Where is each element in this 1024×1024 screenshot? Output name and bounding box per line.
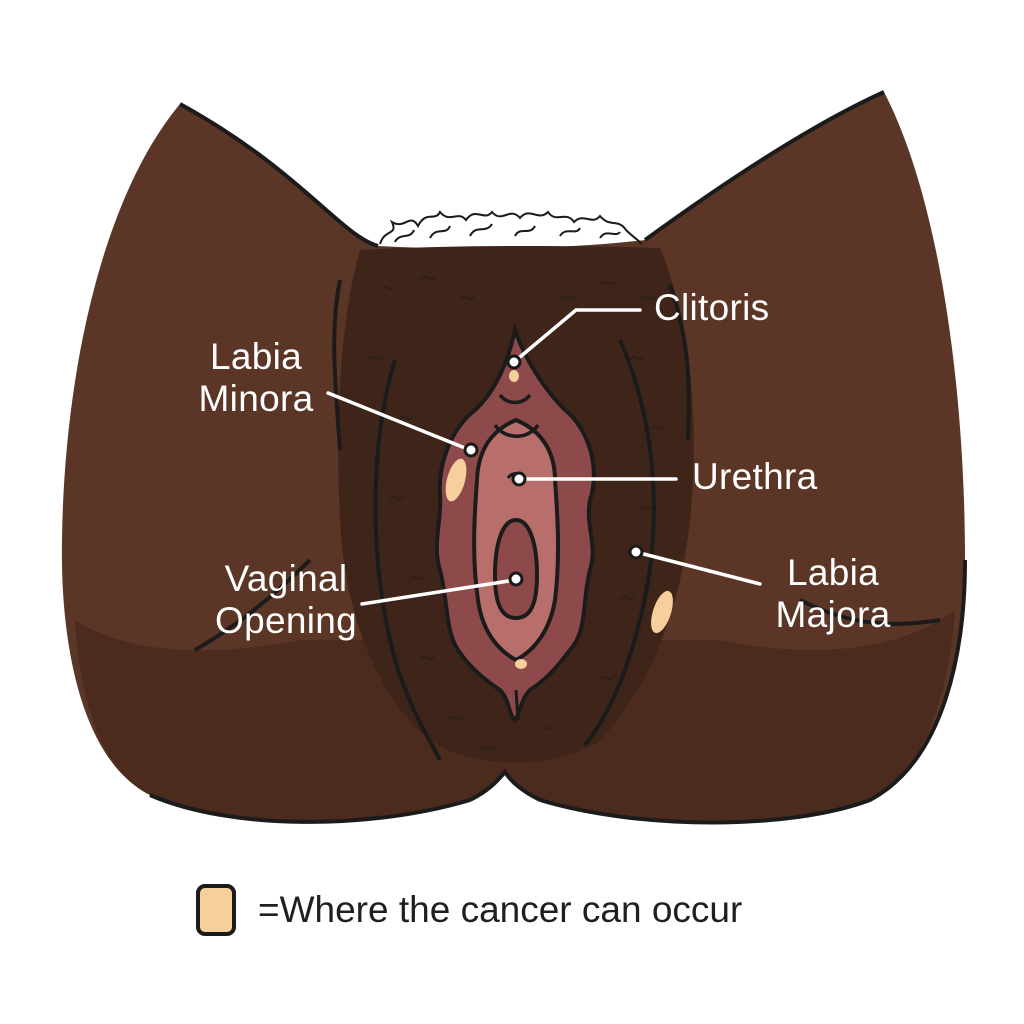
marker-perineum <box>515 659 527 669</box>
label-labia-minora-line1: Labia <box>209 336 303 377</box>
label-labia-minora-line2: Minora <box>198 378 314 420</box>
perineum-line <box>514 689 520 721</box>
dot-clitoris <box>506 354 522 370</box>
leader-dots <box>463 354 644 587</box>
label-clitoris-text: Clitoris <box>654 287 770 328</box>
dot-vaginal-opening <box>508 571 524 587</box>
label-clitoris: Clitoris <box>654 287 769 329</box>
legend-text: =Where the cancer can occur <box>258 889 743 930</box>
vaginal-opening-shape <box>492 517 540 621</box>
dot-labia-minora <box>463 442 479 458</box>
leader-lines <box>326 308 762 606</box>
dot-urethra <box>511 471 527 487</box>
leader-clitoris <box>512 308 642 364</box>
marker-labia-majora <box>651 590 673 634</box>
cancer-markers <box>445 370 673 669</box>
hair-curls <box>379 210 643 245</box>
hair-texture <box>369 275 665 751</box>
legend: =Where the cancer can occur <box>196 884 742 936</box>
label-vaginal-opening-line1: Vaginal <box>224 558 348 599</box>
legend-swatch <box>196 884 236 936</box>
label-urethra: Urethra <box>692 456 817 498</box>
label-labia-majora-line1: Labia <box>786 552 880 593</box>
leader-vaginal-opening <box>360 578 517 606</box>
label-vaginal-opening: Vaginal Opening <box>206 558 366 642</box>
dot-labia-majora <box>628 544 644 560</box>
leader-labia-majora <box>634 550 762 586</box>
leader-labia-minora <box>326 391 472 452</box>
label-labia-majora-line2: Majora <box>775 594 891 636</box>
marker-clitoris <box>509 370 519 382</box>
label-urethra-text: Urethra <box>692 456 818 497</box>
marker-labia-minora <box>445 458 467 502</box>
clitoral-hood <box>493 393 540 438</box>
label-labia-minora: Labia Minora <box>186 336 326 420</box>
label-vaginal-opening-line2: Opening <box>215 600 357 642</box>
body-outline <box>149 90 967 825</box>
fold-lines <box>194 279 941 761</box>
label-labia-majora: Labia Majora <box>766 552 900 636</box>
